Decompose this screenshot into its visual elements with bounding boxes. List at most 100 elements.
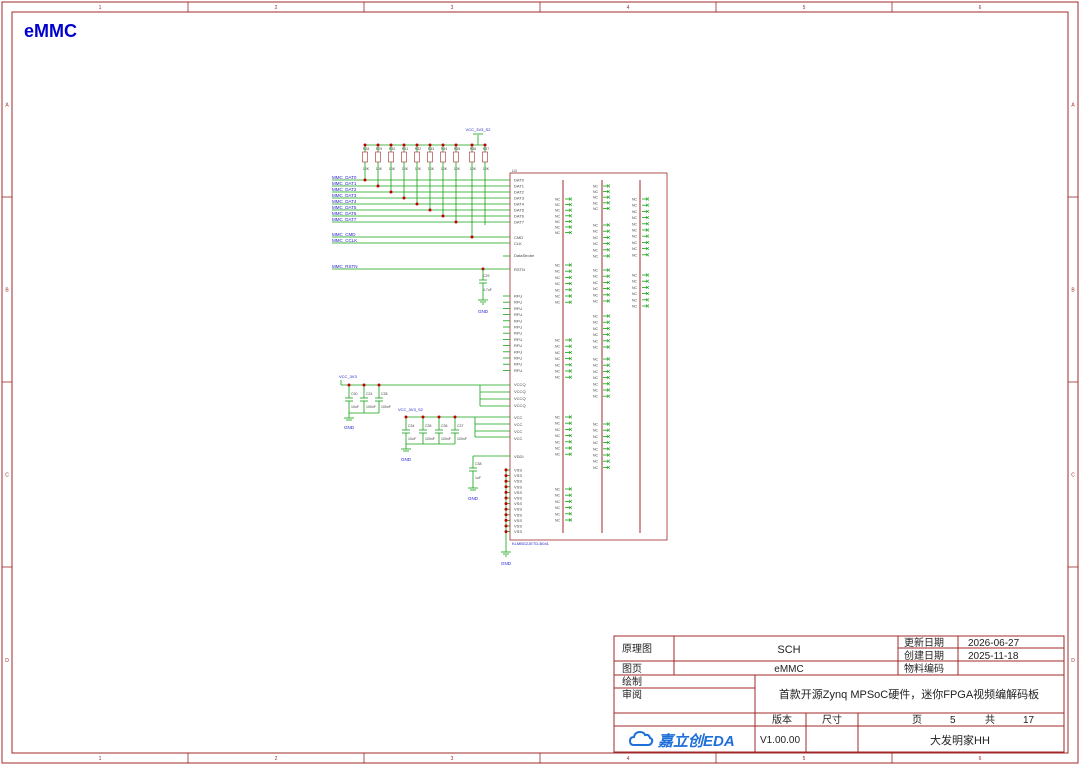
resistor-value: 10K (483, 167, 490, 171)
nc-x-icon (645, 222, 650, 226)
nc-pin-label: NC (555, 214, 561, 218)
zone-row-label: A (5, 103, 9, 109)
nc-pin-label: NC (555, 209, 561, 213)
ic-pin-label: RSTN (514, 267, 525, 272)
ic-pin-label: DAT5 (514, 208, 525, 213)
resistor-body (469, 151, 475, 163)
nc-pin-label: NC (555, 422, 561, 426)
nc-pin-label: NC (555, 288, 561, 292)
zone-row-label: A (1071, 103, 1075, 109)
zone-col-label: 5 (803, 756, 806, 762)
nc-pin-label: NC (593, 389, 599, 393)
cap-value: 100nF (425, 437, 435, 441)
nc-pin-label: NC (593, 275, 599, 279)
junction-dot (504, 474, 508, 478)
resistor-value: 10K (470, 167, 477, 171)
nc-x-icon (606, 357, 611, 361)
ic-pin-label: RFU (514, 356, 522, 361)
ic-pin-label: VCCQ (514, 389, 526, 394)
zone-row-label: C (1071, 473, 1075, 479)
cap-ref: C29 (483, 274, 489, 278)
nc-pin-label: NC (593, 300, 599, 304)
junction-dot (402, 196, 406, 200)
ic-ref: U1 (512, 168, 518, 173)
tb-version-label: 版本 (772, 713, 792, 726)
nc-x-icon (568, 281, 573, 286)
nc-x-icon (568, 446, 573, 450)
net-label-mmc_dat4: MMC_DAT4 (332, 199, 357, 204)
nc-x-icon (606, 195, 611, 199)
resistor-value: 10K (363, 167, 370, 171)
junction-dot (504, 485, 508, 489)
nc-pin-label: NC (632, 241, 638, 245)
nc-x-icon (606, 293, 611, 297)
nc-pin-label: NC (632, 210, 638, 214)
resistor-value: 10K (389, 167, 396, 171)
nc-x-icon (645, 197, 650, 201)
tb-reviewed-label: 审阅 (622, 688, 642, 701)
nc-x-icon (568, 344, 573, 348)
nc-x-icon (606, 326, 611, 331)
tb-total-pages: 17 (1023, 715, 1035, 726)
tb-author: 大发明家HH (930, 733, 990, 747)
ic-pin-label: VSS (514, 518, 522, 523)
nc-x-icon (645, 285, 650, 290)
nc-pin-label: NC (555, 428, 561, 432)
nc-pin-label: NC (555, 226, 561, 230)
resistor-value: 10K (428, 167, 435, 171)
nc-x-icon (606, 286, 611, 291)
net-label-mmc_dat1: MMC_DAT1 (332, 181, 357, 186)
tb-type-value: SCH (777, 644, 800, 656)
junction-dot (504, 502, 508, 506)
nc-pin-label: NC (555, 270, 561, 274)
resistor-value: 10K (454, 167, 461, 171)
nc-x-icon (645, 298, 650, 302)
tb-created-value: 2025-11-18 (968, 651, 1019, 662)
nc-x-icon (606, 332, 611, 337)
nc-pin-label: NC (632, 286, 638, 290)
resistor-body (453, 151, 459, 163)
nc-x-icon (568, 356, 573, 361)
nc-pin-label: NC (632, 216, 638, 220)
nc-pin-label: NC (593, 441, 599, 445)
tb-page-num-label: 页 (912, 714, 922, 726)
junction-dot (376, 184, 380, 188)
tb-drawn-label: 绘制 (622, 675, 642, 688)
nc-pin-label: NC (593, 269, 599, 273)
junction-dot (504, 513, 508, 517)
junction-dot (470, 143, 474, 147)
title-block (613, 635, 1065, 753)
resistor-ref: R29 (376, 147, 382, 151)
nc-pin-label: NC (632, 229, 638, 233)
nc-x-icon (568, 369, 573, 373)
ic-pin-label: VSS (514, 501, 522, 506)
nc-x-icon (606, 189, 611, 194)
nc-pin-label: NC (555, 376, 561, 380)
vcc-3v3-s2-label: VCC_3V3_S2 (398, 407, 424, 412)
nc-pin-label: NC (555, 357, 561, 361)
nc-x-icon (606, 274, 611, 278)
nc-x-icon (568, 505, 573, 510)
nc-pin-label: NC (593, 339, 599, 343)
zone-row-label: D (1071, 658, 1075, 664)
nc-pin-label: NC (555, 370, 561, 374)
tb-created-label: 创建日期 (904, 649, 944, 662)
junction-dot (504, 479, 508, 483)
sheet-title: eMMC (24, 21, 77, 41)
ic-pin-label: RFU (514, 331, 522, 336)
nc-pin-label: NC (593, 255, 599, 259)
net-label-rstn: MMC_RSTN (332, 264, 358, 269)
nc-x-icon (606, 375, 611, 380)
nc-pin-label: NC (555, 519, 561, 523)
eda-logo-icon: 嘉立创EDA (628, 730, 735, 750)
cap-value: 1uF (475, 476, 481, 480)
nc-x-icon (645, 240, 650, 245)
net-label-clk: MMC_CCLK (332, 238, 357, 243)
nc-pin-label: NC (593, 185, 599, 189)
nc-pin-label: NC (593, 395, 599, 399)
ic-pin-label: VSS (514, 524, 522, 529)
tb-page-value: eMMC (774, 664, 803, 675)
zone-col-label: 4 (627, 5, 630, 11)
